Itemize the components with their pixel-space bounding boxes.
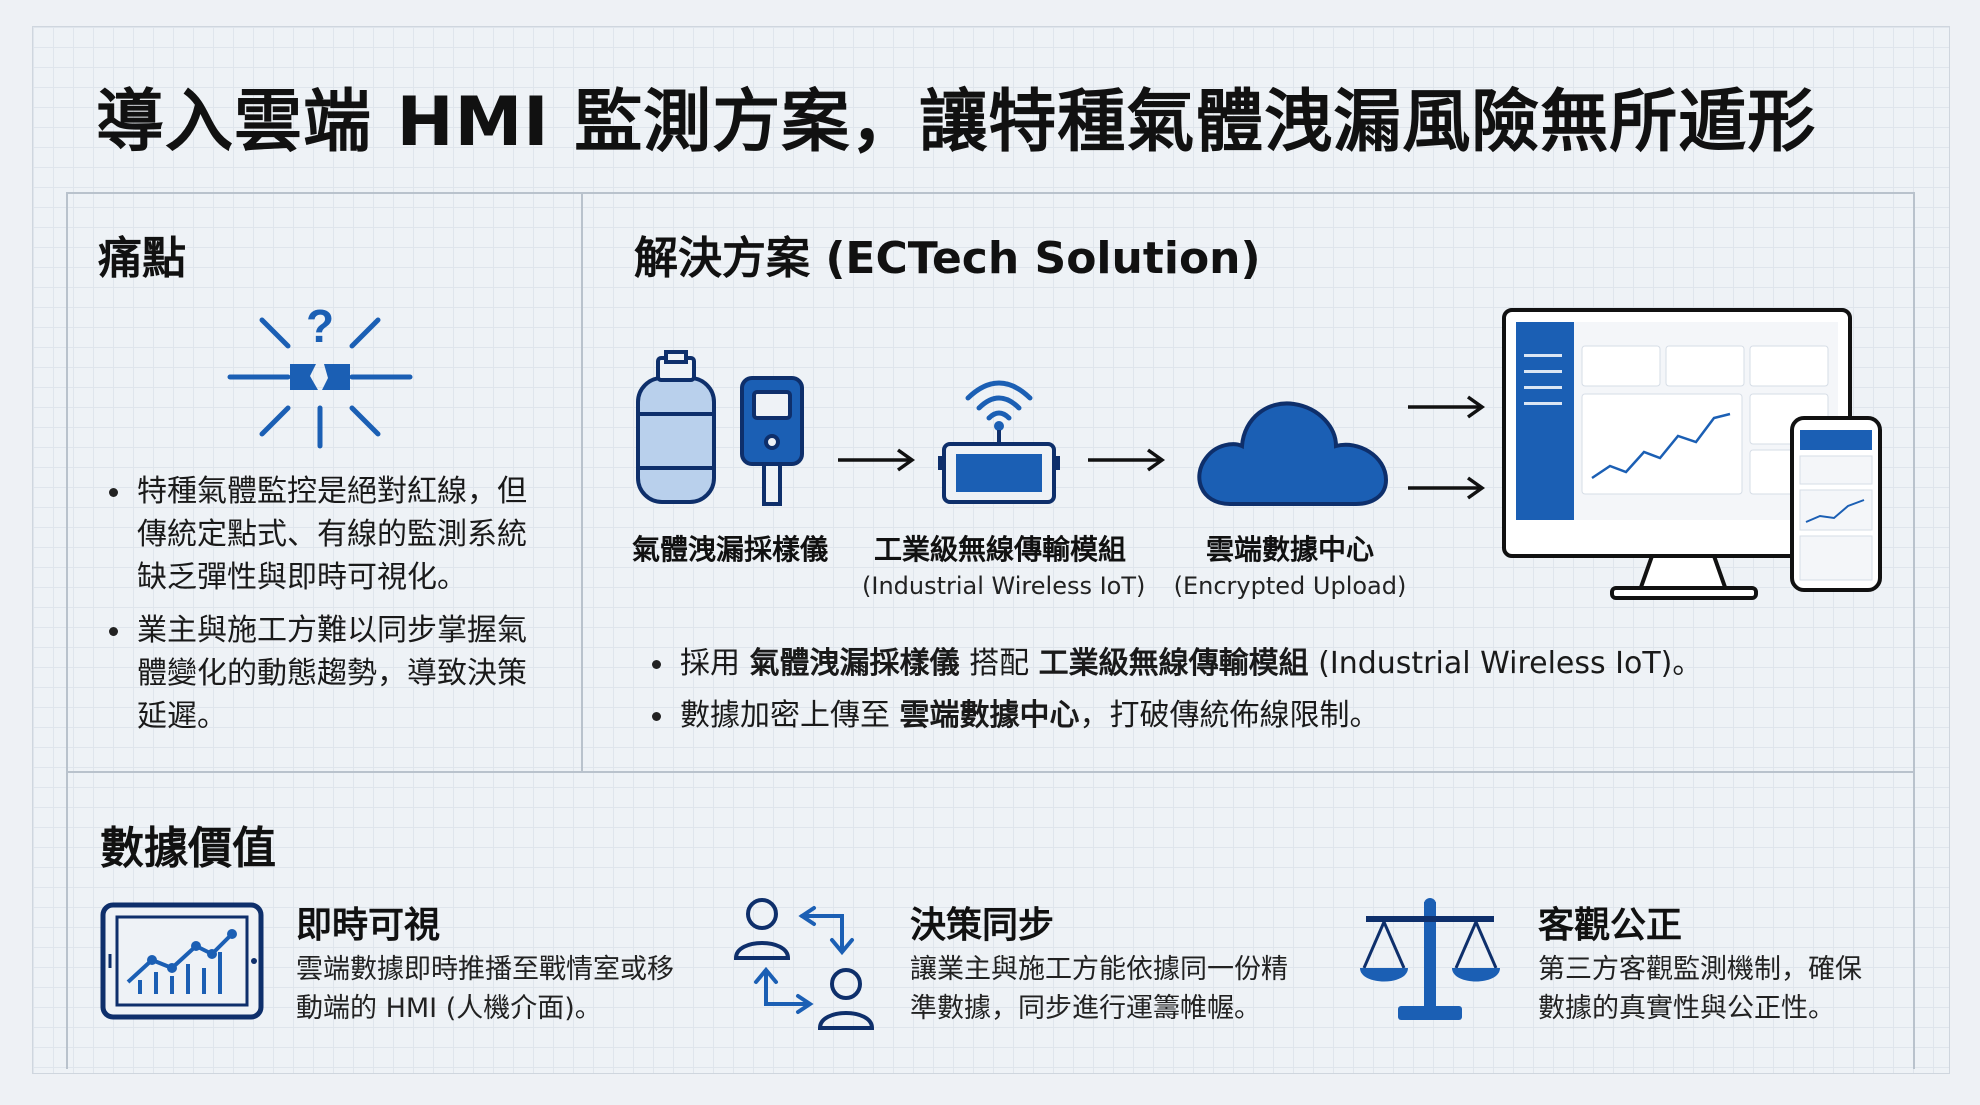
solution-text: ，打破傳統佈線限制。 <box>1079 698 1380 733</box>
frame-divider-horizontal <box>66 771 1915 773</box>
frame-divider-vertical <box>581 192 583 772</box>
solution-strong: 工業級無線傳輸模組 <box>1038 646 1309 681</box>
upload-arrow <box>1408 395 1486 419</box>
solution-bullet: 數據加密上傳至 雲端數據中心，打破傳統佈線限制。 <box>648 690 1768 742</box>
value-title-realtime: 即時可視 <box>296 905 441 946</box>
gas-sampler-icon <box>636 350 804 506</box>
solution-text: 數據加密上傳至 <box>680 698 900 733</box>
node-title: 氣體洩漏採樣儀 <box>631 533 828 566</box>
solution-text: 搭配 <box>959 646 1039 681</box>
node-label-wireless: 工業級無線傳輸模組 (Industrial Wireless IoT) <box>862 528 1146 600</box>
solution-text: 採用 <box>680 646 750 681</box>
pain-bullet: 業主與施工方難以同步掌握氣體變化的動態趨勢，導致決策延遲。 <box>105 609 545 738</box>
node-title: 雲端數據中心 <box>1205 533 1374 566</box>
upload-arrow <box>1408 476 1486 500</box>
node-subtitle: (Industrial Wireless IoT) <box>862 572 1146 600</box>
solution-strong: 雲端數據中心 <box>899 698 1080 733</box>
node-title: 工業級無線傳輸模組 <box>873 533 1126 566</box>
solution-heading: 解決方案 (ECTech Solution) <box>634 233 1261 284</box>
broken-link-icon: ? <box>227 300 413 449</box>
solution-strong: 氣體洩漏採樣儀 <box>749 646 960 681</box>
solution-bullet: 採用 氣體洩漏採樣儀 搭配 工業級無線傳輸模組 (Industrial Wire… <box>648 638 1768 690</box>
scales-icon <box>1360 898 1500 1020</box>
node-label-cloud: 雲端數據中心 (Encrypted Upload) <box>1160 528 1420 600</box>
solution-bullets: 採用 氣體洩漏採樣儀 搭配 工業級無線傳輸模組 (Industrial Wire… <box>648 638 1768 742</box>
sync-users-icon <box>733 898 875 1030</box>
page-title: 導入雲端 HMI 監測方案，讓特種氣體洩漏風險無所遁形 <box>96 83 1817 162</box>
solution-text: (Industrial Wireless IoT)。 <box>1308 646 1703 681</box>
value-title-sync: 決策同步 <box>910 905 1055 946</box>
pain-heading: 痛點 <box>98 233 186 284</box>
node-label-sampler: 氣體洩漏採樣儀 <box>620 528 840 568</box>
values-heading: 數據價值 <box>100 823 276 874</box>
svg-text:?: ? <box>306 300 334 352</box>
frame-left <box>66 192 68 1069</box>
wireless-module-icon <box>938 380 1060 504</box>
hmi-monitor-icon <box>1502 308 1882 600</box>
value-title-objective: 客觀公正 <box>1538 905 1683 946</box>
pain-bullet: 特種氣體監控是絕對紅線，但傳統定點式、有線的監測系統缺乏彈性與即時可視化。 <box>105 470 545 599</box>
flow-arrow <box>1088 448 1166 472</box>
value-desc-objective: 第三方客觀監測機制，確保數據的真實性與公正性。 <box>1538 954 1862 1024</box>
value-desc-sync: 讓業主與施工方能依據同一份精準數據，同步進行運籌帷幄。 <box>910 954 1288 1024</box>
pain-bullets: 特種氣體監控是絕對紅線，但傳統定點式、有線的監測系統缺乏彈性與即時可視化。 業主… <box>105 470 545 748</box>
frame-right <box>1913 192 1915 1069</box>
value-desc-realtime: 雲端數據即時推播至戰情室或移動端的 HMI (人機介面)。 <box>296 954 674 1024</box>
flow-arrow <box>838 448 916 472</box>
node-subtitle: (Encrypted Upload) <box>1173 572 1407 600</box>
frame-top <box>66 192 1915 194</box>
cloud-icon <box>1197 401 1389 506</box>
tablet-chart-icon <box>100 902 264 1020</box>
